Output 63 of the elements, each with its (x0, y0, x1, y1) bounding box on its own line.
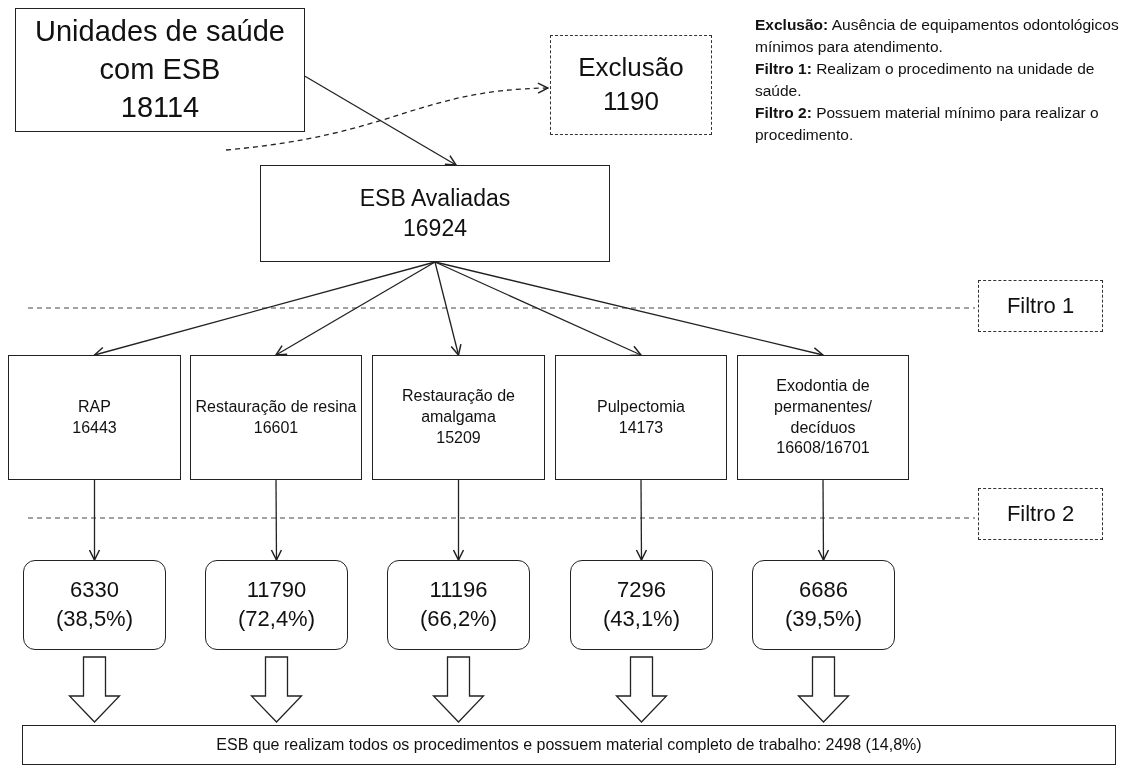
note-text: Filtro 2: Possuem material mínimo para realizar o procedimento. (755, 103, 1100, 145)
block-arrow (67, 656, 122, 723)
process-box (22, 725, 1116, 765)
process-box (190, 355, 362, 480)
arrow (434, 261, 642, 357)
process-box (8, 355, 181, 480)
arrow (817, 479, 830, 561)
box-value: (39,5%) (784, 605, 862, 633)
box-title: Exodontia de permanentes/ decíduos (773, 375, 873, 438)
box-title: ESB que realizam todos os procedimentos e possuem material completo de trabalho: 2498 (14,8%) (216, 734, 922, 755)
box-title: Filtro 1 (1006, 291, 1075, 320)
result-box (570, 560, 713, 650)
box-title: ESB Avaliadas (359, 183, 511, 213)
box-value: 16601 (253, 417, 299, 438)
process-box (260, 165, 610, 262)
box-title: Filtro 2 (1006, 499, 1075, 528)
note-text: Filtro 1: Realizam o procedimento na unidade de saúde. (755, 59, 1096, 101)
arrow (225, 82, 549, 151)
block-arrow (249, 656, 304, 723)
box-value: 1190 (603, 85, 659, 118)
arrow (304, 75, 457, 166)
result-box (387, 560, 530, 650)
arrow (434, 261, 462, 356)
block-arrow (796, 656, 851, 723)
box-title: Restauração de resina (195, 396, 357, 417)
box-value: (38,5%) (55, 605, 133, 633)
box-title: Exclusão (578, 51, 684, 85)
block-arrow (614, 656, 669, 723)
box-value: (72,4%) (237, 605, 315, 633)
note-text: Exclusão: Ausência de equipamentos odontológicos mínimos para atendimento. (755, 15, 1120, 57)
result-box (205, 560, 348, 650)
box-value: 14173 (618, 417, 664, 438)
result-box (752, 560, 895, 650)
box-value: 15209 (436, 427, 481, 448)
arrow (635, 479, 648, 561)
dashed-box (978, 488, 1103, 540)
arrow (452, 479, 465, 561)
arrow (275, 261, 436, 356)
box-value: 16608/16701 (776, 438, 870, 459)
box-value: (66,2%) (419, 605, 497, 633)
block-arrow (431, 656, 486, 723)
box-title: Restauração de amalgama (401, 386, 516, 428)
box-title: RAP (78, 396, 111, 417)
process-box (15, 8, 305, 132)
box-title: 11790 (246, 576, 307, 605)
box-title: 11196 (429, 576, 488, 605)
process-box (737, 355, 909, 480)
box-value: (43,1%) (602, 605, 680, 633)
arrow (270, 479, 283, 561)
box-title: 7296 (617, 576, 666, 605)
result-box (23, 560, 166, 650)
box-value: 18114 (120, 89, 200, 125)
arrow (88, 479, 101, 561)
box-value: 16443 (72, 417, 117, 438)
box-value: 16924 (403, 213, 467, 243)
process-box (372, 355, 545, 480)
box-title: Unidades de saúde com ESB (34, 14, 286, 88)
box-title: Pulpectomia (596, 396, 685, 417)
box-title: 6686 (799, 576, 848, 605)
box-title: 6330 (70, 576, 119, 605)
dashed-box (978, 280, 1103, 332)
dashed-box (550, 35, 712, 135)
process-box (555, 355, 727, 480)
